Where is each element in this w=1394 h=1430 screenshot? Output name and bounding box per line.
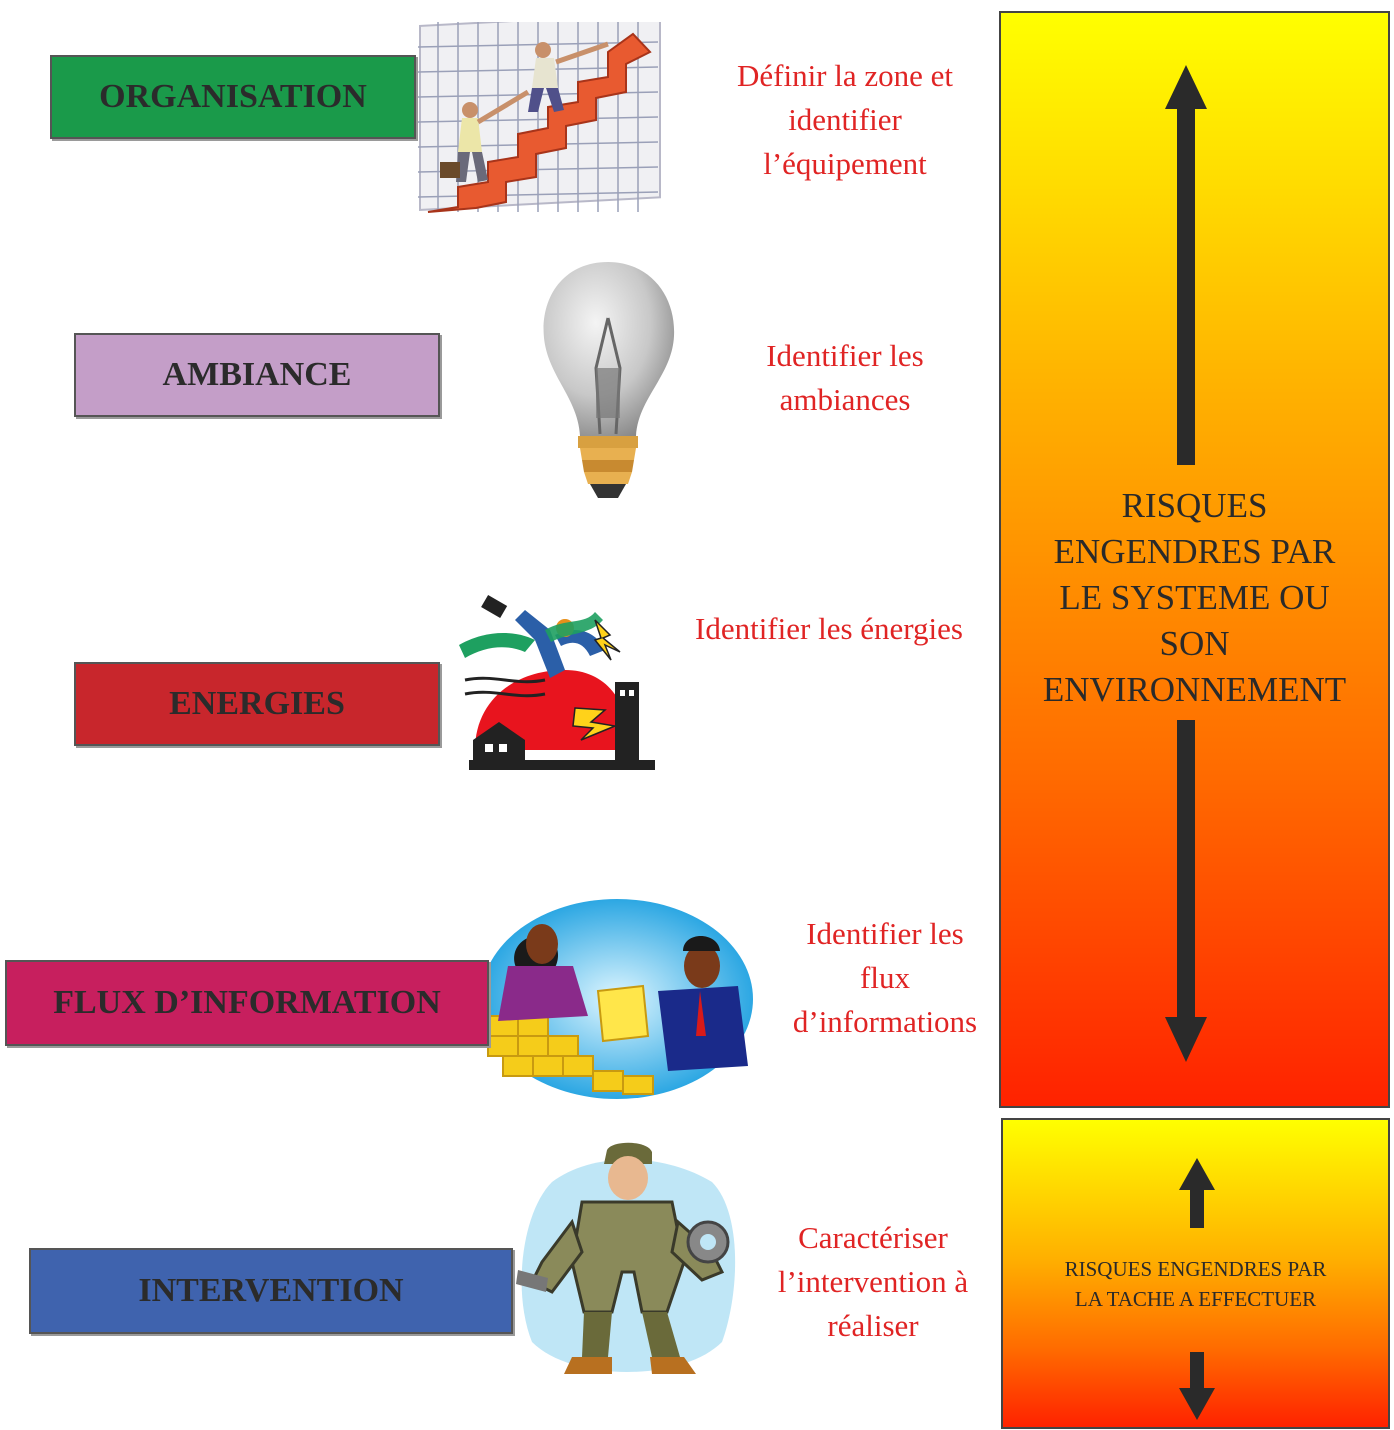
information-exchange-icon (478, 896, 756, 1102)
risk-line: ENGENDRES PAR (1053, 532, 1336, 571)
description-line: réaliser (827, 1308, 919, 1343)
risk-line: SON (1159, 624, 1230, 663)
intervention-description: Caractériser l’intervention à réaliser (748, 1216, 998, 1348)
flux-information-label: FLUX D’INFORMATION (5, 960, 489, 1046)
risk-line: RISQUES (1121, 486, 1268, 525)
organisation-description: Définir la zone et identifier l’équipeme… (690, 54, 1000, 186)
energy-shock-icon (455, 590, 655, 775)
system-risk-panel: RISQUES ENGENDRES PAR LE SYSTEME OU SON … (999, 11, 1390, 1108)
light-bulb-icon (538, 258, 678, 508)
energies-label: ENERGIES (74, 662, 440, 746)
bidirectional-arrow-icon (1165, 65, 1207, 1062)
energies-description: Identifier les énergies (664, 607, 994, 651)
risk-line: LE SYSTEME OU (1059, 578, 1330, 617)
risk-line: ENVIRONNEMENT (1042, 670, 1347, 709)
description-line: flux (860, 960, 910, 995)
risk-line: RISQUES ENGENDRES PAR (1064, 1257, 1327, 1281)
system-risk-text: RISQUES ENGENDRES PAR LE SYSTEME OU SON … (1001, 483, 1388, 713)
description-line: d’informations (792, 1004, 978, 1039)
ambiance-description: Identifier les ambiances (690, 334, 1000, 422)
intervention-label: INTERVENTION (29, 1248, 513, 1334)
task-risk-panel: RISQUES ENGENDRES PAR LA TACHE A EFFECTU… (1001, 1118, 1390, 1429)
description-line: ambiances (779, 382, 911, 417)
description-line: Caractériser (798, 1220, 948, 1255)
description-line: l’intervention à (777, 1264, 969, 1299)
risk-line: LA TACHE A EFFECTUER (1074, 1287, 1317, 1311)
description-line: identifier (788, 102, 902, 137)
description-line: l’équipement (763, 146, 927, 181)
description-line: Identifier les énergies (695, 611, 963, 646)
flux-information-description: Identifier les flux d’informations (775, 912, 995, 1044)
task-risk-text: RISQUES ENGENDRES PAR LA TACHE A EFFECTU… (1003, 1254, 1388, 1314)
description-line: Définir la zone et (736, 58, 954, 93)
ambiance-label: AMBIANCE (74, 333, 440, 417)
staircase-climbing-people-icon (418, 22, 666, 216)
organisation-label: ORGANISATION (50, 55, 416, 139)
mechanic-worker-icon (512, 1142, 744, 1382)
bidirectional-arrow-icon (1179, 1158, 1215, 1420)
description-line: Identifier les (766, 338, 924, 373)
description-line: Identifier les (806, 916, 964, 951)
